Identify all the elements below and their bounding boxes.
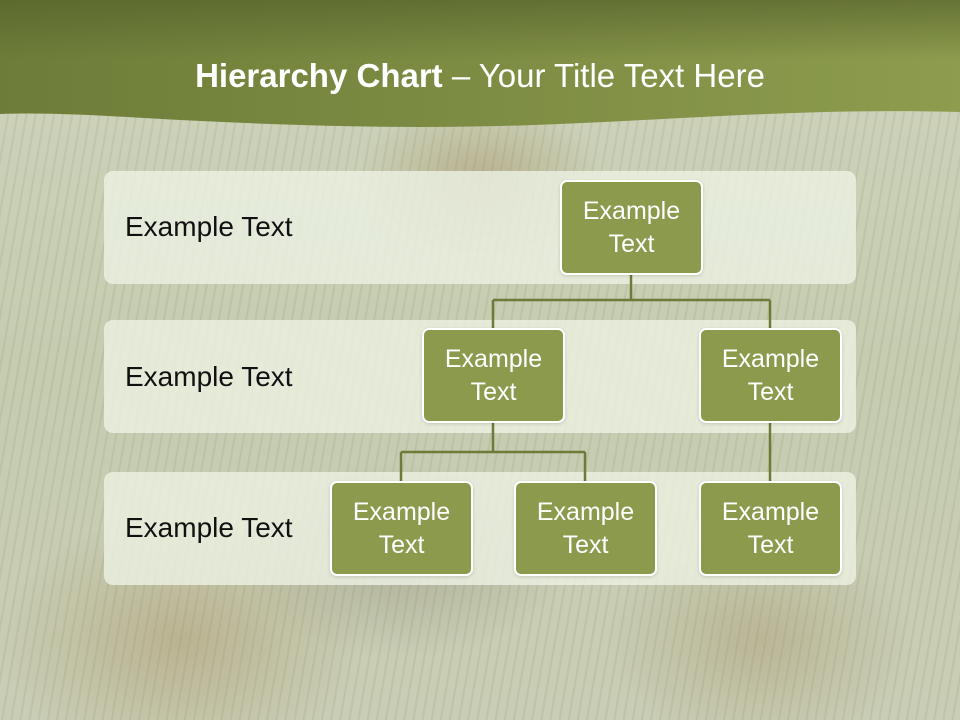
title-banner [0,0,960,127]
node-level3-c-label: Example Text [721,497,820,559]
level-band-1 [104,171,856,284]
node-level3-a-label: Example Text [352,497,451,559]
connector-root [491,273,772,328]
band-label-2: Example Text [125,361,293,392]
node-root[interactable]: Example Text [560,180,703,275]
node-level2-right[interactable]: Example Text [699,328,842,423]
title-rest: – Your Title Text Here [442,57,765,94]
node-level2-right-label: Example Text [721,344,820,406]
node-level3-c[interactable]: Example Text [699,481,842,576]
node-level3-b[interactable]: Example Text [514,481,657,576]
node-level2-left[interactable]: Example Text [422,328,565,423]
node-root-label: Example Text [582,196,681,258]
node-level3-a[interactable]: Example Text [330,481,473,576]
connector-left [399,422,587,482]
band-label-3: Example Text [125,512,293,543]
node-level3-b-label: Example Text [536,497,635,559]
band-label-1: Example Text [125,211,293,242]
node-level2-left-label: Example Text [444,344,543,406]
page-title: Hierarchy Chart – Your Title Text Here [0,52,960,100]
title-bold: Hierarchy Chart [195,57,443,94]
